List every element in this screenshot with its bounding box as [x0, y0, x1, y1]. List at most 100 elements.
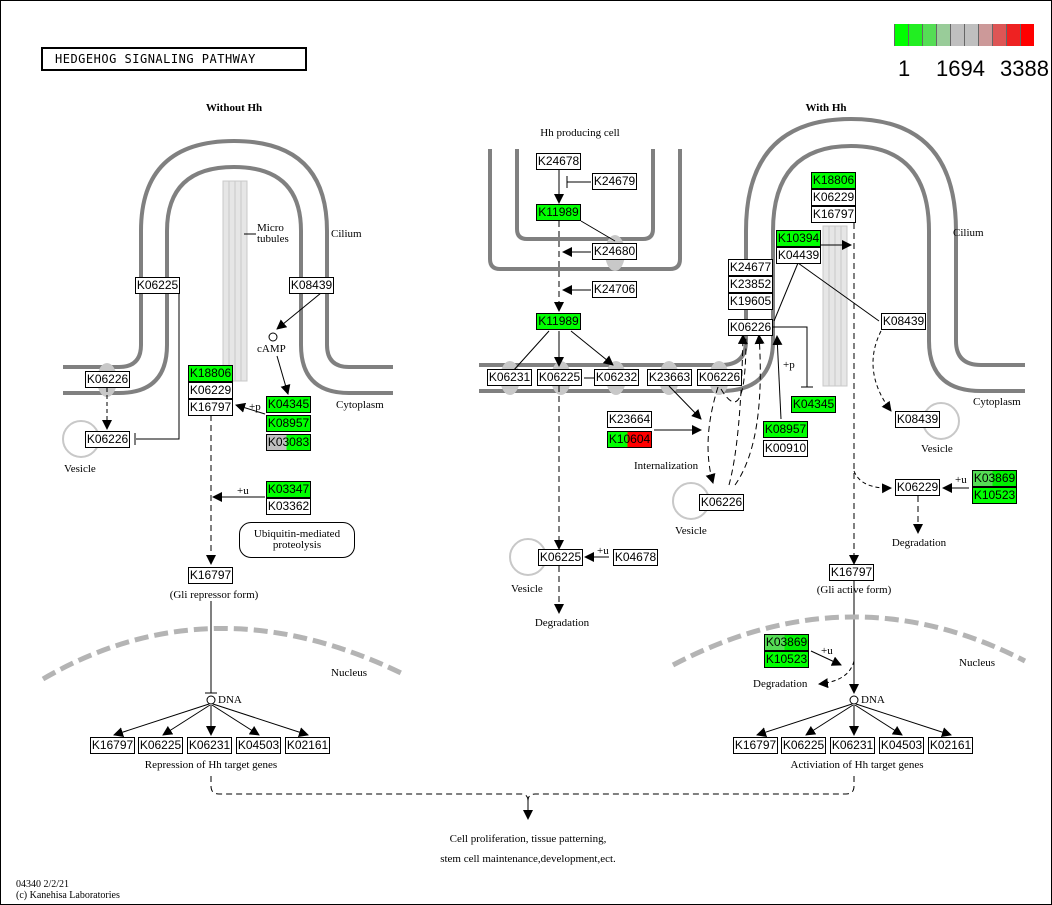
legend-color-cell: [978, 24, 992, 46]
gene-node[interactable]: K06232: [594, 369, 639, 386]
label-repression: Repression of Hh target genes: [144, 759, 278, 771]
left-nucleus-membrane: [41, 626, 403, 682]
gene-node[interactable]: K04345: [791, 396, 836, 413]
gene-node[interactable]: K06229: [895, 479, 940, 496]
gene-node[interactable]: K10523: [972, 487, 1017, 504]
gene-node[interactable]: K02161: [285, 737, 330, 754]
gene-node[interactable]: K03083: [266, 434, 311, 451]
label-vesicle-left: Vesicle: [64, 463, 96, 475]
gene-node[interactable]: K24677: [728, 259, 773, 276]
outcome-line2: stem cell maintenance,development,ect.: [440, 853, 616, 865]
gene-node[interactable]: K18806: [188, 365, 233, 382]
gene-node[interactable]: K11989: [536, 313, 581, 330]
gene-node[interactable]: K03362: [266, 498, 311, 515]
gene-node[interactable]: K06226: [85, 431, 130, 448]
legend-min-label: 1: [898, 56, 911, 81]
right-nucleus-membrane: [671, 614, 1027, 668]
gene-node[interactable]: K02161: [928, 737, 973, 754]
legend-color-cell: [922, 24, 936, 46]
gene-node[interactable]: K24679: [592, 173, 637, 190]
gene-node[interactable]: K06225: [138, 737, 183, 754]
label-cilium-left: Cilium: [331, 228, 362, 240]
gene-node[interactable]: K19605: [728, 293, 773, 310]
section-hh-producing-cell: Hh producing cell: [540, 127, 620, 139]
gene-node[interactable]: K06229: [188, 382, 233, 399]
ubiquitin-mediated-proteolysis-link[interactable]: Ubiquitin-mediated proteolysis: [239, 522, 355, 558]
label-tubules: tubules: [257, 233, 289, 245]
gene-node[interactable]: K23664: [607, 411, 652, 428]
legend-color-bar: [894, 24, 1034, 46]
gene-node[interactable]: K06226: [697, 369, 742, 386]
label-plus-u-right: +u: [955, 474, 967, 486]
gene-node[interactable]: K24678: [536, 153, 581, 170]
label-plus-p-left: +p: [249, 401, 261, 413]
label-vesicle-mid-degradation: Vesicle: [511, 583, 543, 595]
gene-node[interactable]: K16797: [90, 737, 135, 754]
gene-node[interactable]: K06229: [811, 189, 856, 206]
gene-node[interactable]: K06225: [781, 737, 826, 754]
label-dna-right: DNA: [861, 694, 885, 706]
label-plus-u-left: +u: [237, 485, 249, 497]
gene-node[interactable]: K06225: [538, 549, 583, 566]
left-microtubules: [222, 180, 248, 382]
mid-producing-cell-membrane: [488, 149, 682, 271]
gene-node[interactable]: K10394: [776, 230, 821, 247]
footer-map-id: 04340 2/2/21: [16, 879, 70, 890]
label-plus-p-right: +p: [783, 359, 795, 371]
legend-color-cell: [1006, 24, 1020, 46]
gene-node[interactable]: K04503: [879, 737, 924, 754]
legend-color-cell: [908, 24, 922, 46]
gene-node[interactable]: K04503: [236, 737, 281, 754]
pathway-title: HEDGEHOG SIGNALING PATHWAY: [41, 47, 307, 71]
gene-node[interactable]: K23663: [647, 369, 692, 386]
gene-node[interactable]: K06226: [699, 494, 744, 511]
gene-node[interactable]: K18806: [811, 172, 856, 189]
gene-node[interactable]: K16797: [188, 399, 233, 416]
gene-node[interactable]: K06231: [187, 737, 232, 754]
gene-node[interactable]: K23852: [728, 276, 773, 293]
gene-node[interactable]: K11989: [536, 204, 581, 221]
label-gli-repressor: (Gli repressor form): [169, 589, 259, 601]
ubiquitin-line2: proteolysis: [272, 539, 322, 551]
gene-node[interactable]: K06226: [728, 319, 773, 336]
gene-node[interactable]: K06226: [85, 371, 130, 388]
gene-node[interactable]: K06231: [487, 369, 532, 386]
legend-max-label: 3388: [1000, 56, 1049, 81]
label-plus-u-nucleus: +u: [821, 645, 833, 657]
gene-node[interactable]: K10604: [607, 431, 652, 448]
gene-node[interactable]: K04678: [613, 549, 658, 566]
gene-node[interactable]: K16797: [733, 737, 778, 754]
left-edges: [102, 292, 322, 737]
label-cytoplasm-left: Cytoplasm: [336, 399, 384, 411]
legend-color-cell: [894, 24, 908, 46]
gene-node[interactable]: K08439: [289, 277, 334, 294]
mid-receiving-membrane: [479, 116, 1025, 393]
gene-node[interactable]: K00910: [763, 440, 808, 457]
gene-node[interactable]: K16797: [829, 564, 874, 581]
gene-node[interactable]: K06231: [830, 737, 875, 754]
left-cilium-membrane: [63, 138, 393, 395]
gene-node[interactable]: K08439: [881, 313, 926, 330]
gene-node[interactable]: K06225: [537, 369, 582, 386]
gene-node[interactable]: K03869: [764, 634, 809, 651]
gene-node[interactable]: K24680: [592, 243, 637, 260]
gene-node[interactable]: K16797: [188, 567, 233, 584]
gene-node[interactable]: K16797: [811, 206, 856, 223]
label-activation: Activiation of Hh target genes: [790, 759, 924, 771]
label-cilium-right: Cilium: [953, 227, 984, 239]
gene-node[interactable]: K08957: [266, 415, 311, 432]
gene-node[interactable]: K04345: [266, 396, 311, 413]
gene-node[interactable]: K06225: [135, 277, 180, 294]
gene-node[interactable]: K04439: [776, 247, 821, 264]
gene-node[interactable]: K24706: [592, 281, 637, 298]
label-internalization: Internalization: [634, 460, 699, 472]
gene-node[interactable]: K08439: [895, 411, 940, 428]
gene-node[interactable]: K10523: [764, 651, 809, 668]
label-vesicle-right: Vesicle: [921, 443, 953, 455]
gene-node[interactable]: K03347: [266, 481, 311, 498]
expression-color-legend: 1 1694 3388: [894, 24, 1049, 81]
gene-node[interactable]: K03869: [972, 470, 1017, 487]
gene-node[interactable]: K08957: [763, 421, 808, 438]
